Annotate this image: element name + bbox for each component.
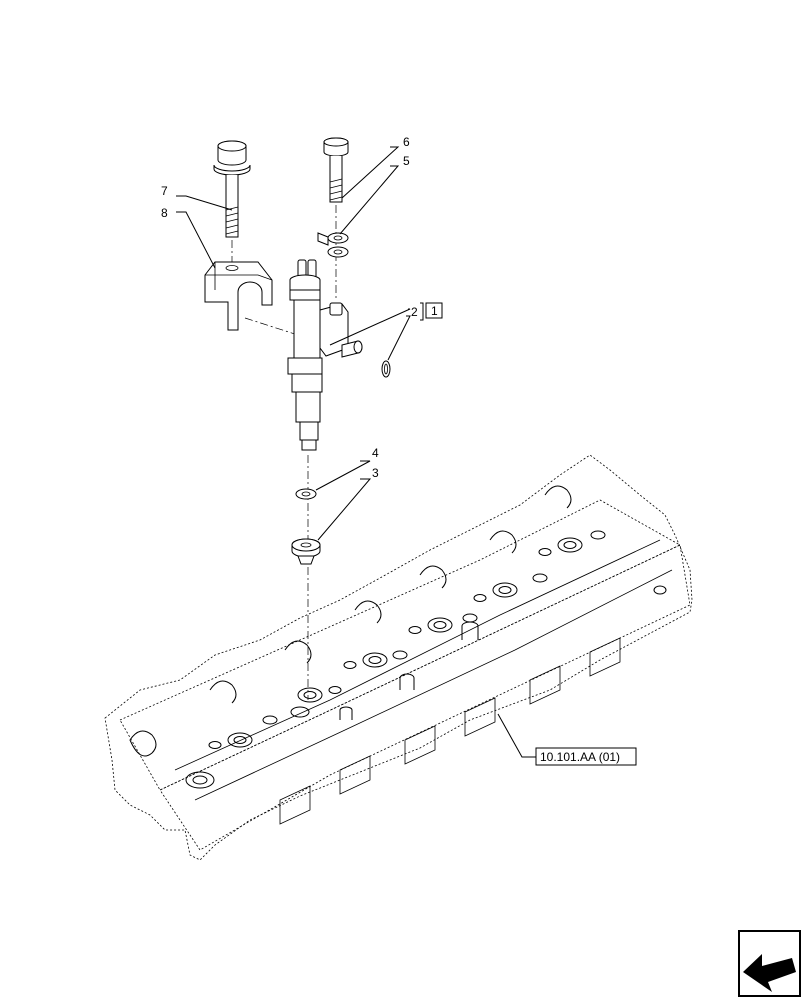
clamp-part-8 <box>204 261 273 331</box>
washer-part-5 <box>317 232 349 258</box>
callout-1: 1 <box>431 304 438 318</box>
reference-label[interactable]: 10.101.AA (01) <box>540 750 620 764</box>
leader-lines <box>176 146 536 758</box>
callout-2: 2 <box>411 305 418 319</box>
callout-7: 7 <box>161 184 168 198</box>
callout-bracket <box>420 302 424 321</box>
callout-5: 5 <box>403 154 410 168</box>
assembly-centre-lines <box>231 205 337 700</box>
screw-part-6 <box>323 137 349 203</box>
cylinder-head <box>104 454 693 861</box>
injector-assembly <box>287 259 363 451</box>
callout-8: 8 <box>161 206 168 220</box>
reference-box[interactable]: 10.101.AA (01) <box>535 747 637 766</box>
bolt-part-7 <box>213 140 251 238</box>
callout-3: 3 <box>372 466 379 480</box>
next-page-arrow-icon[interactable] <box>738 930 801 997</box>
callout-labels: 6 5 7 8 2 1 4 3 <box>161 135 443 480</box>
o-ring-part-2 <box>381 360 391 378</box>
reference-box-frame <box>535 747 637 766</box>
callout-6: 6 <box>403 135 410 149</box>
sleeve-part-3 <box>291 538 321 565</box>
callout-box-1 <box>425 302 443 319</box>
washer-part-4 <box>295 488 317 500</box>
callout-4: 4 <box>372 446 379 460</box>
